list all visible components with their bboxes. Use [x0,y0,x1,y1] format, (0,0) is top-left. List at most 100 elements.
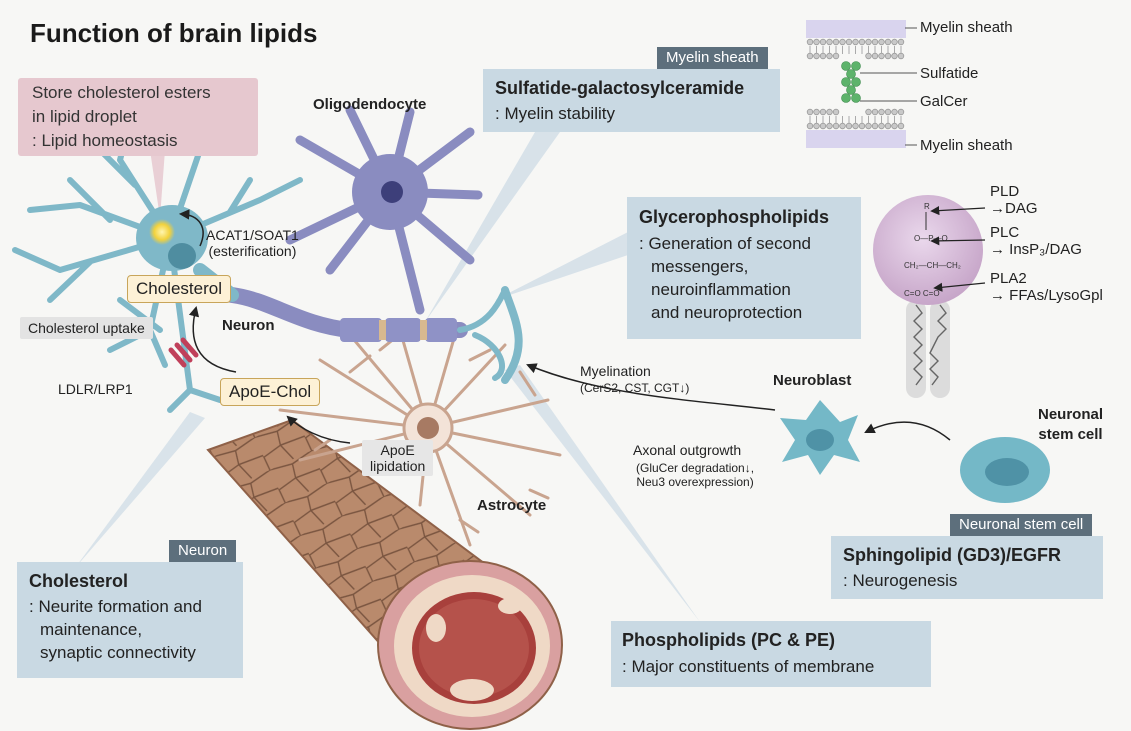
lipid-head [845,122,853,130]
phospholipid-vesicle-schematic: R O—P—O CH₂—CH—CH₂ C=O C=O [873,195,986,398]
phospholipids-heading: Phospholipids (PC & PE) [622,630,836,650]
sulfatide-label: Sulfatide [920,65,979,82]
lipid-head [891,122,898,130]
lipid-head [832,52,840,60]
cholesterol-line: maintenance, [40,620,143,639]
phospholipids-text: : Major constituents of membrane [622,657,875,676]
myelin-membrane-schematic [806,20,917,148]
sphingolipid-heading: Sphingolipid (GD3)/EGFR [843,545,1061,565]
oligodendrocyte-cell [224,105,508,381]
lipid-droplet-line: : Lipid homeostasis [32,131,178,150]
lipid-head [845,38,853,46]
axonal-detail-line: Neu3 overexpression) [636,475,754,489]
glycerophospholipids-line: neuroinflammation [651,280,791,299]
lipid-head [839,122,846,130]
lipid-head [826,108,833,116]
pathway-arrows [178,209,951,444]
pld-line: PLD [990,183,1020,200]
sulfatide-box: Sulfatide-galactosylceramide : Myelin st… [483,69,780,132]
glycerophospholipids-line: : Generation of second [639,234,812,253]
phospholipids-box: Phospholipids (PC & PE) : Major constitu… [611,621,931,687]
lipid-head [878,52,885,60]
page-title: Function of brain lipids [30,18,318,48]
lipid-head [819,38,827,46]
sulfatide-text: : Myelin stability [495,104,615,123]
lipid-head [871,108,879,116]
astrocyte-label: Astrocyte [477,497,547,514]
cholesterol-line: : Neurite formation and [29,597,202,616]
apoe-chol-label: ApoE-Chol [220,378,321,406]
lipid-head [813,108,820,116]
stem-cell-label-line: Neuronal [1038,406,1104,423]
sphingolipid-box: Sphingolipid (GD3)/EGFR : Neurogenesis [831,536,1103,599]
neuronal-stem-cell-label: Neuronal stem cell [1038,405,1103,445]
cholesterol-box: Cholesterol : Neurite formation and main… [17,562,243,678]
lipid-head [884,108,892,116]
blood-vessel [206,418,563,730]
lipid-head [852,38,859,46]
pld-label: PLD →DAG [990,183,1038,217]
lipid-head [884,38,892,46]
neuron-label: Neuron [222,317,275,334]
lipid-head [813,38,820,46]
lipid-head [852,122,859,130]
galcer-label: GalCer [920,93,968,110]
stem-cell-label-line: stem cell [1038,426,1103,443]
pla2-line: PLA2 [990,270,1027,287]
lipid-head [884,122,892,130]
apoe-lipidation-line: lipidation [370,458,426,474]
lipid-head [832,108,840,116]
lipid-head [806,108,814,116]
lipid-head [826,52,833,60]
neuroblast-cell [780,400,860,475]
myelination-detail: (CerS2, CST, CGT↓) [580,381,690,395]
cholesterol-heading: Cholesterol [29,571,129,591]
sphingolipid-text: : Neurogenesis [843,571,958,590]
acat-soat-label: ACAT1/SOAT1 (esterification) [206,227,299,259]
sulfatide-galcer-cluster [841,61,861,103]
lipid-droplet-line: in lipid droplet [32,107,137,126]
lipid-head [832,38,840,46]
axonal-detail-line: (GluCer degradation↓, [636,461,755,475]
oligodendrocyte-label: Oligodendocyte [313,96,427,113]
lipid-head [832,122,840,130]
svg-text:R: R [924,202,930,211]
acat-line: ACAT1/SOAT1 [206,227,299,243]
cholesterol-key-label: Cholesterol [127,275,231,303]
lipid-head [813,122,820,130]
myelin-bottom-label: Myelin sheath [920,137,1013,154]
lipid-head [897,122,905,130]
plc-label: PLC → InsP₃/DAG [990,224,1082,258]
svg-text:O—P—O: O—P—O [914,234,948,243]
lipid-head [865,52,872,60]
apoe-lipidation-line: ApoE [380,442,415,458]
lipid-head [878,122,885,130]
axonal-outgrowth-label: Axonal outgrowth [633,442,742,458]
lipid-head [897,52,905,60]
plc-line: → InsP₃/DAG [990,241,1082,258]
lipid-droplet-line: Store cholesterol esters [32,83,211,102]
lipid-head [819,52,827,60]
glycerophospholipids-line: and neuroprotection [651,303,803,322]
neuron-cell [12,112,523,413]
lipid-head [891,38,898,46]
glycerophospholipids-heading: Glycerophospholipids [639,207,830,227]
lipid-head [871,122,879,130]
lipid-head [891,108,898,116]
neuroblast-label: Neuroblast [773,372,852,389]
lipid-head [839,38,846,46]
myelin-sheath-tag: Myelin sheath [657,47,768,69]
svg-text:C=O C=O: C=O C=O [904,289,940,298]
pla2-line: → FFAs/LysoGpl [990,287,1103,304]
pla2-label: PLA2 → FFAs/LysoGpl [990,270,1103,304]
lipid-head [891,52,898,60]
cholesterol-line: synaptic connectivity [40,643,196,662]
lipid-head [819,122,827,130]
svg-text:CH₂—CH—CH₂: CH₂—CH—CH₂ [904,261,961,270]
lipid-head [806,52,814,60]
neuronal-stem-cell-tag: Neuronal stem cell [950,514,1093,536]
lipid-head [897,108,905,116]
lipid-head [819,108,827,116]
cholesterol-uptake-label: Cholesterol uptake [20,317,153,339]
